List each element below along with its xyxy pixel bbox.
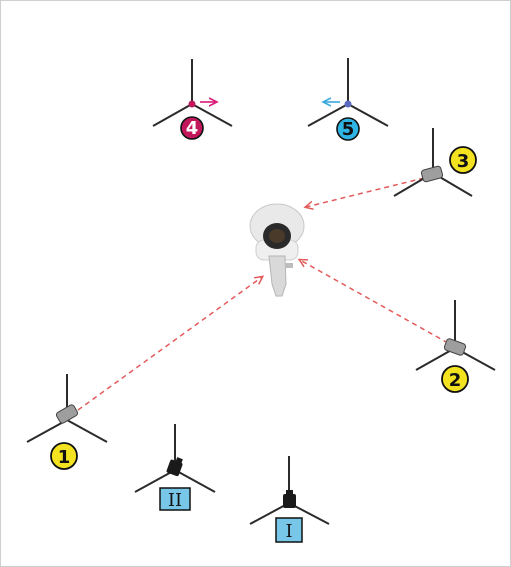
light-stand-3 xyxy=(393,128,473,197)
badge-label-5: 5 xyxy=(342,119,355,140)
badge-light-3: 3 xyxy=(449,146,477,174)
badge-label-1: 1 xyxy=(58,447,71,468)
camera-label-text-II: II xyxy=(168,490,182,511)
beam-light-2 xyxy=(300,260,449,344)
badge-light-5: 5 xyxy=(336,117,360,141)
camera-label-II: II xyxy=(159,487,191,511)
camera-tripod-I xyxy=(249,456,330,525)
subject-seated-person-icon xyxy=(249,203,305,297)
camera-tripod-II xyxy=(134,424,216,493)
badge-label-2: 2 xyxy=(449,370,462,391)
light-stand-1 xyxy=(26,374,108,443)
light-stand-2 xyxy=(415,300,496,371)
light-stand-5 xyxy=(307,58,389,127)
badge-label-3: 3 xyxy=(457,151,470,172)
camera-label-text-I: I xyxy=(285,521,292,542)
light-stand-4 xyxy=(152,59,233,127)
beam-light-1 xyxy=(77,277,262,411)
beam-light-3 xyxy=(306,177,425,207)
badge-light-2: 2 xyxy=(441,365,469,393)
badge-label-4: 4 xyxy=(186,118,199,139)
badge-light-1: 1 xyxy=(50,442,78,470)
badge-light-4: 4 xyxy=(180,116,204,140)
camera-label-I: I xyxy=(275,517,303,543)
